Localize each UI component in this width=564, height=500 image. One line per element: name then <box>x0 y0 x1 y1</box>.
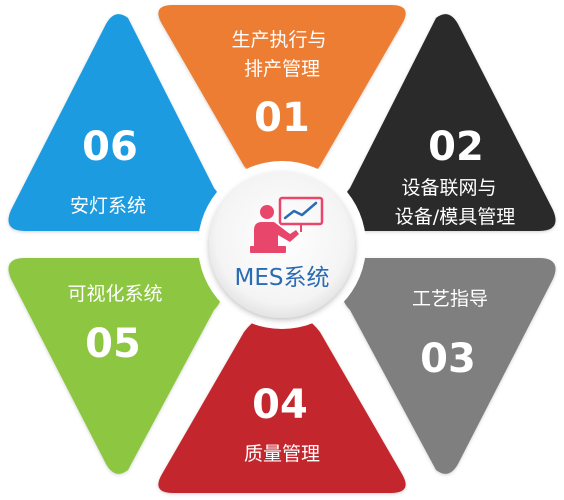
segment-01-label-line-2: 排产管理 <box>244 58 320 80</box>
presenter-desk <box>250 246 286 253</box>
segment-02-number: 02 <box>428 124 484 170</box>
center-hub: MES系统 <box>198 161 366 329</box>
segment-02-label-line-2: 设备/模具管理 <box>395 206 515 228</box>
segment-06-shape <box>8 14 224 232</box>
presenter-body <box>254 222 299 248</box>
segment-05: 可视化系统 05 <box>8 258 224 474</box>
segment-04-shape <box>158 312 406 493</box>
segment-02-label: 设备联网与 设备/模具管理 <box>395 177 515 228</box>
segment-01-label-line-1: 生产执行与 <box>231 29 326 51</box>
segment-03-label: 工艺指导 <box>412 288 488 310</box>
segment-05-number: 05 <box>85 321 141 367</box>
presenter-chart-icon <box>250 196 324 253</box>
segment-06: 06 安灯系统 <box>8 14 224 232</box>
hub-title: MES系统 <box>235 265 330 291</box>
segment-06-label: 安灯系统 <box>70 195 146 217</box>
segment-01: 生产执行与 排产管理 01 <box>158 5 406 185</box>
presenter-head <box>260 205 274 219</box>
hub-disc <box>209 172 355 318</box>
segment-03: 工艺指导 03 <box>340 258 556 474</box>
segment-01-shape <box>158 5 406 185</box>
segment-01-number: 01 <box>254 95 310 141</box>
segment-04-number: 04 <box>252 382 308 428</box>
segment-02: 02 设备联网与 设备/模具管理 <box>340 14 556 232</box>
segment-02-label-line-1: 设备联网与 <box>401 177 496 199</box>
segment-01-label: 生产执行与 排产管理 <box>231 29 332 80</box>
segment-02-shape <box>340 14 556 232</box>
segment-04: 04 质量管理 <box>158 312 406 493</box>
segment-03-shape <box>340 258 556 474</box>
segment-05-shape <box>8 258 224 474</box>
segment-04-label: 质量管理 <box>244 443 320 465</box>
segment-05-label: 可视化系统 <box>67 283 162 305</box>
chart-board-line <box>283 201 318 220</box>
segment-03-number: 03 <box>420 336 476 382</box>
segment-06-number: 06 <box>82 124 138 170</box>
